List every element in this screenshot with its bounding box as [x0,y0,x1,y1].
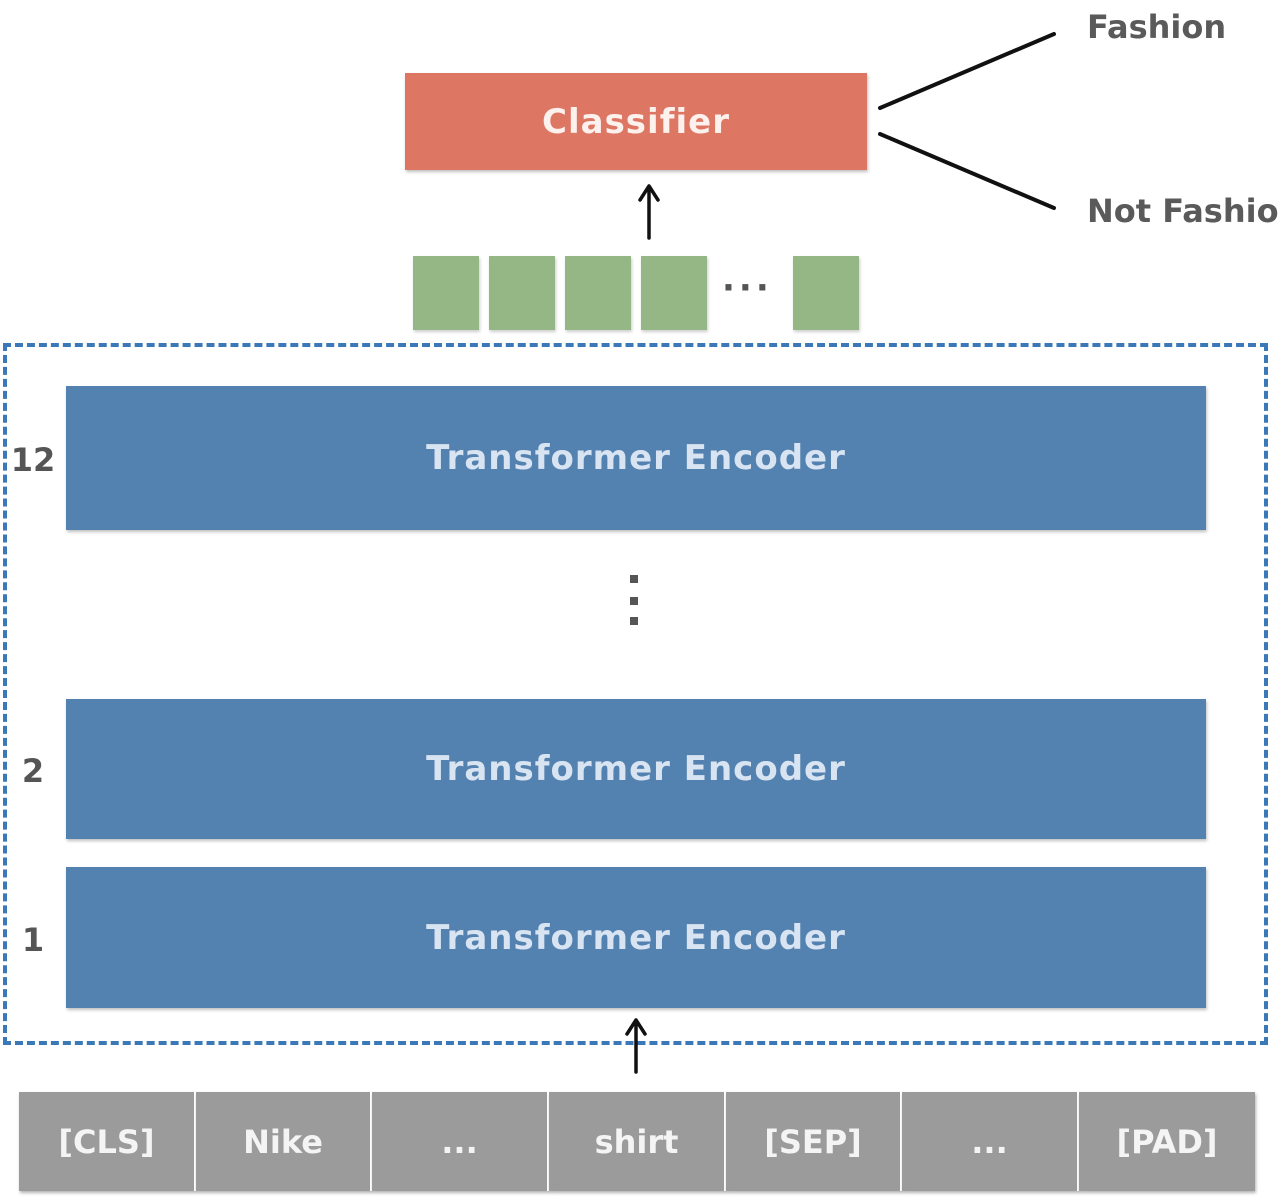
encoder-label: Transformer Encoder [426,749,846,789]
output-vector-ellipsis: ··· [722,268,773,308]
input-token: Nike [196,1092,372,1191]
transformer-encoder-block: Transformer Encoder [66,699,1206,839]
output-vector-cell [793,256,859,330]
input-token: [CLS] [19,1092,196,1191]
output-vector-cell [641,256,707,330]
layer-number: 2 [21,752,45,790]
branch-line-fashion [878,32,1056,110]
encoder-label: Transformer Encoder [426,917,846,958]
output-vector-cell [489,256,555,330]
arrow-to-encoder [625,1018,647,1074]
transformer-encoder-block: Transformer Encoder [66,386,1206,530]
branch-line-not-fashion [878,132,1056,210]
output-vector-cell [565,256,631,330]
output-label-not-fashion: Not Fashion [1087,192,1280,230]
classifier-label: Classifier [542,101,730,142]
input-token: ... [372,1092,549,1191]
input-token: shirt [549,1092,726,1191]
encoder-label: Transformer Encoder [426,438,846,478]
input-token: [PAD] [1079,1092,1255,1191]
layer-number: 1 [21,921,45,959]
transformer-encoder-block: Transformer Encoder [66,867,1206,1008]
vertical-ellipsis [630,575,642,635]
output-label-fashion: Fashion [1087,8,1227,46]
input-token: ... [902,1092,1079,1191]
output-branch-lines [638,32,1056,240]
input-token: [SEP] [726,1092,902,1191]
classifier-box: Classifier [405,73,867,170]
output-vector-cell [413,256,479,330]
arrow-to-classifier [638,184,660,240]
layer-number: 12 [10,441,56,479]
